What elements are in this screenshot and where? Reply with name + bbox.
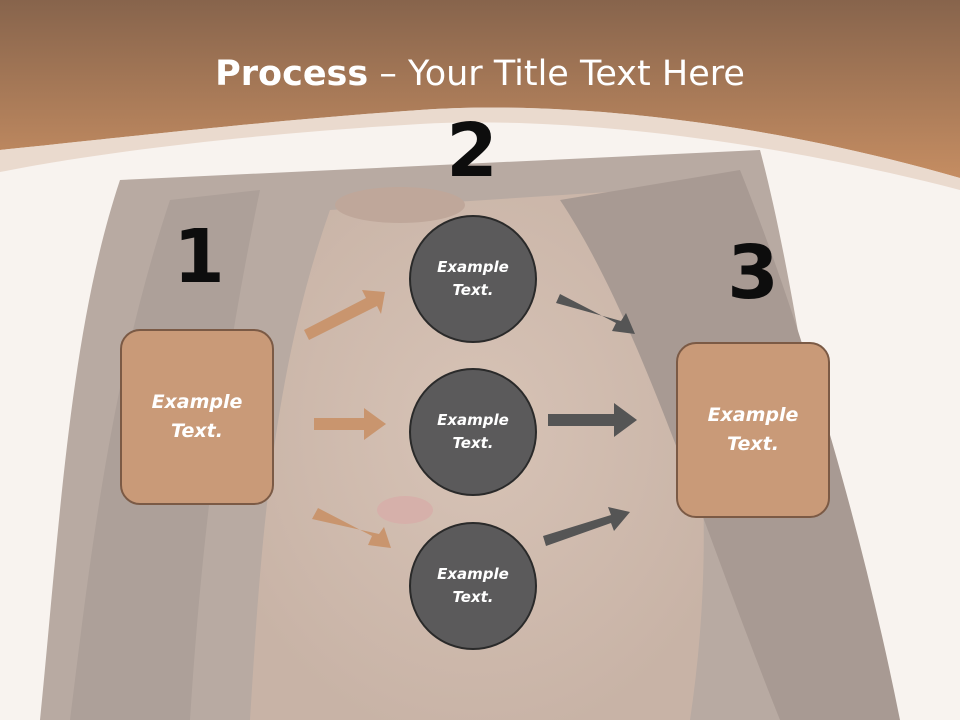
step-1-label-line2: Text. xyxy=(171,420,223,442)
title-rest: Your Title Text Here xyxy=(407,54,745,94)
step-number-1: 1 xyxy=(173,214,225,300)
arrow-circle1-to-box3 xyxy=(556,294,635,334)
circle-3-label-line1: Example xyxy=(437,565,509,583)
header-swoosh xyxy=(0,107,960,190)
circle-1-label-line1: Example xyxy=(437,258,509,276)
step-3-box: Example Text. xyxy=(676,342,830,518)
slide-title: Process – Your Title Text Here xyxy=(0,52,960,96)
step-number-3: 3 xyxy=(727,230,779,316)
circle-3-label-line2: Text. xyxy=(452,588,494,606)
arrow-box1-to-circle1 xyxy=(304,290,385,340)
title-dash: – xyxy=(368,54,408,94)
step-1-label-line1: Example xyxy=(151,391,243,413)
step-3-label-line1: Example xyxy=(707,404,799,426)
arrow-box1-to-circle3 xyxy=(312,508,391,548)
title-bold: Process xyxy=(215,54,369,94)
arrow-box1-to-circle2 xyxy=(314,408,386,440)
step-2-circle-3: Example Text. xyxy=(409,522,537,650)
step-3-label-line2: Text. xyxy=(727,433,779,455)
step-2-circle-1: Example Text. xyxy=(409,215,537,343)
circle-2-label-line2: Text. xyxy=(452,434,494,452)
circle-2-label-line1: Example xyxy=(437,411,509,429)
header-band xyxy=(0,0,960,178)
step-1-box: Example Text. xyxy=(120,329,274,505)
circle-1-label-line2: Text. xyxy=(452,281,494,299)
arrow-circle2-to-box3 xyxy=(548,403,637,437)
arrow-circle3-to-box3 xyxy=(543,507,630,546)
step-number-2: 2 xyxy=(446,108,498,194)
step-2-circle-2: Example Text. xyxy=(409,368,537,496)
